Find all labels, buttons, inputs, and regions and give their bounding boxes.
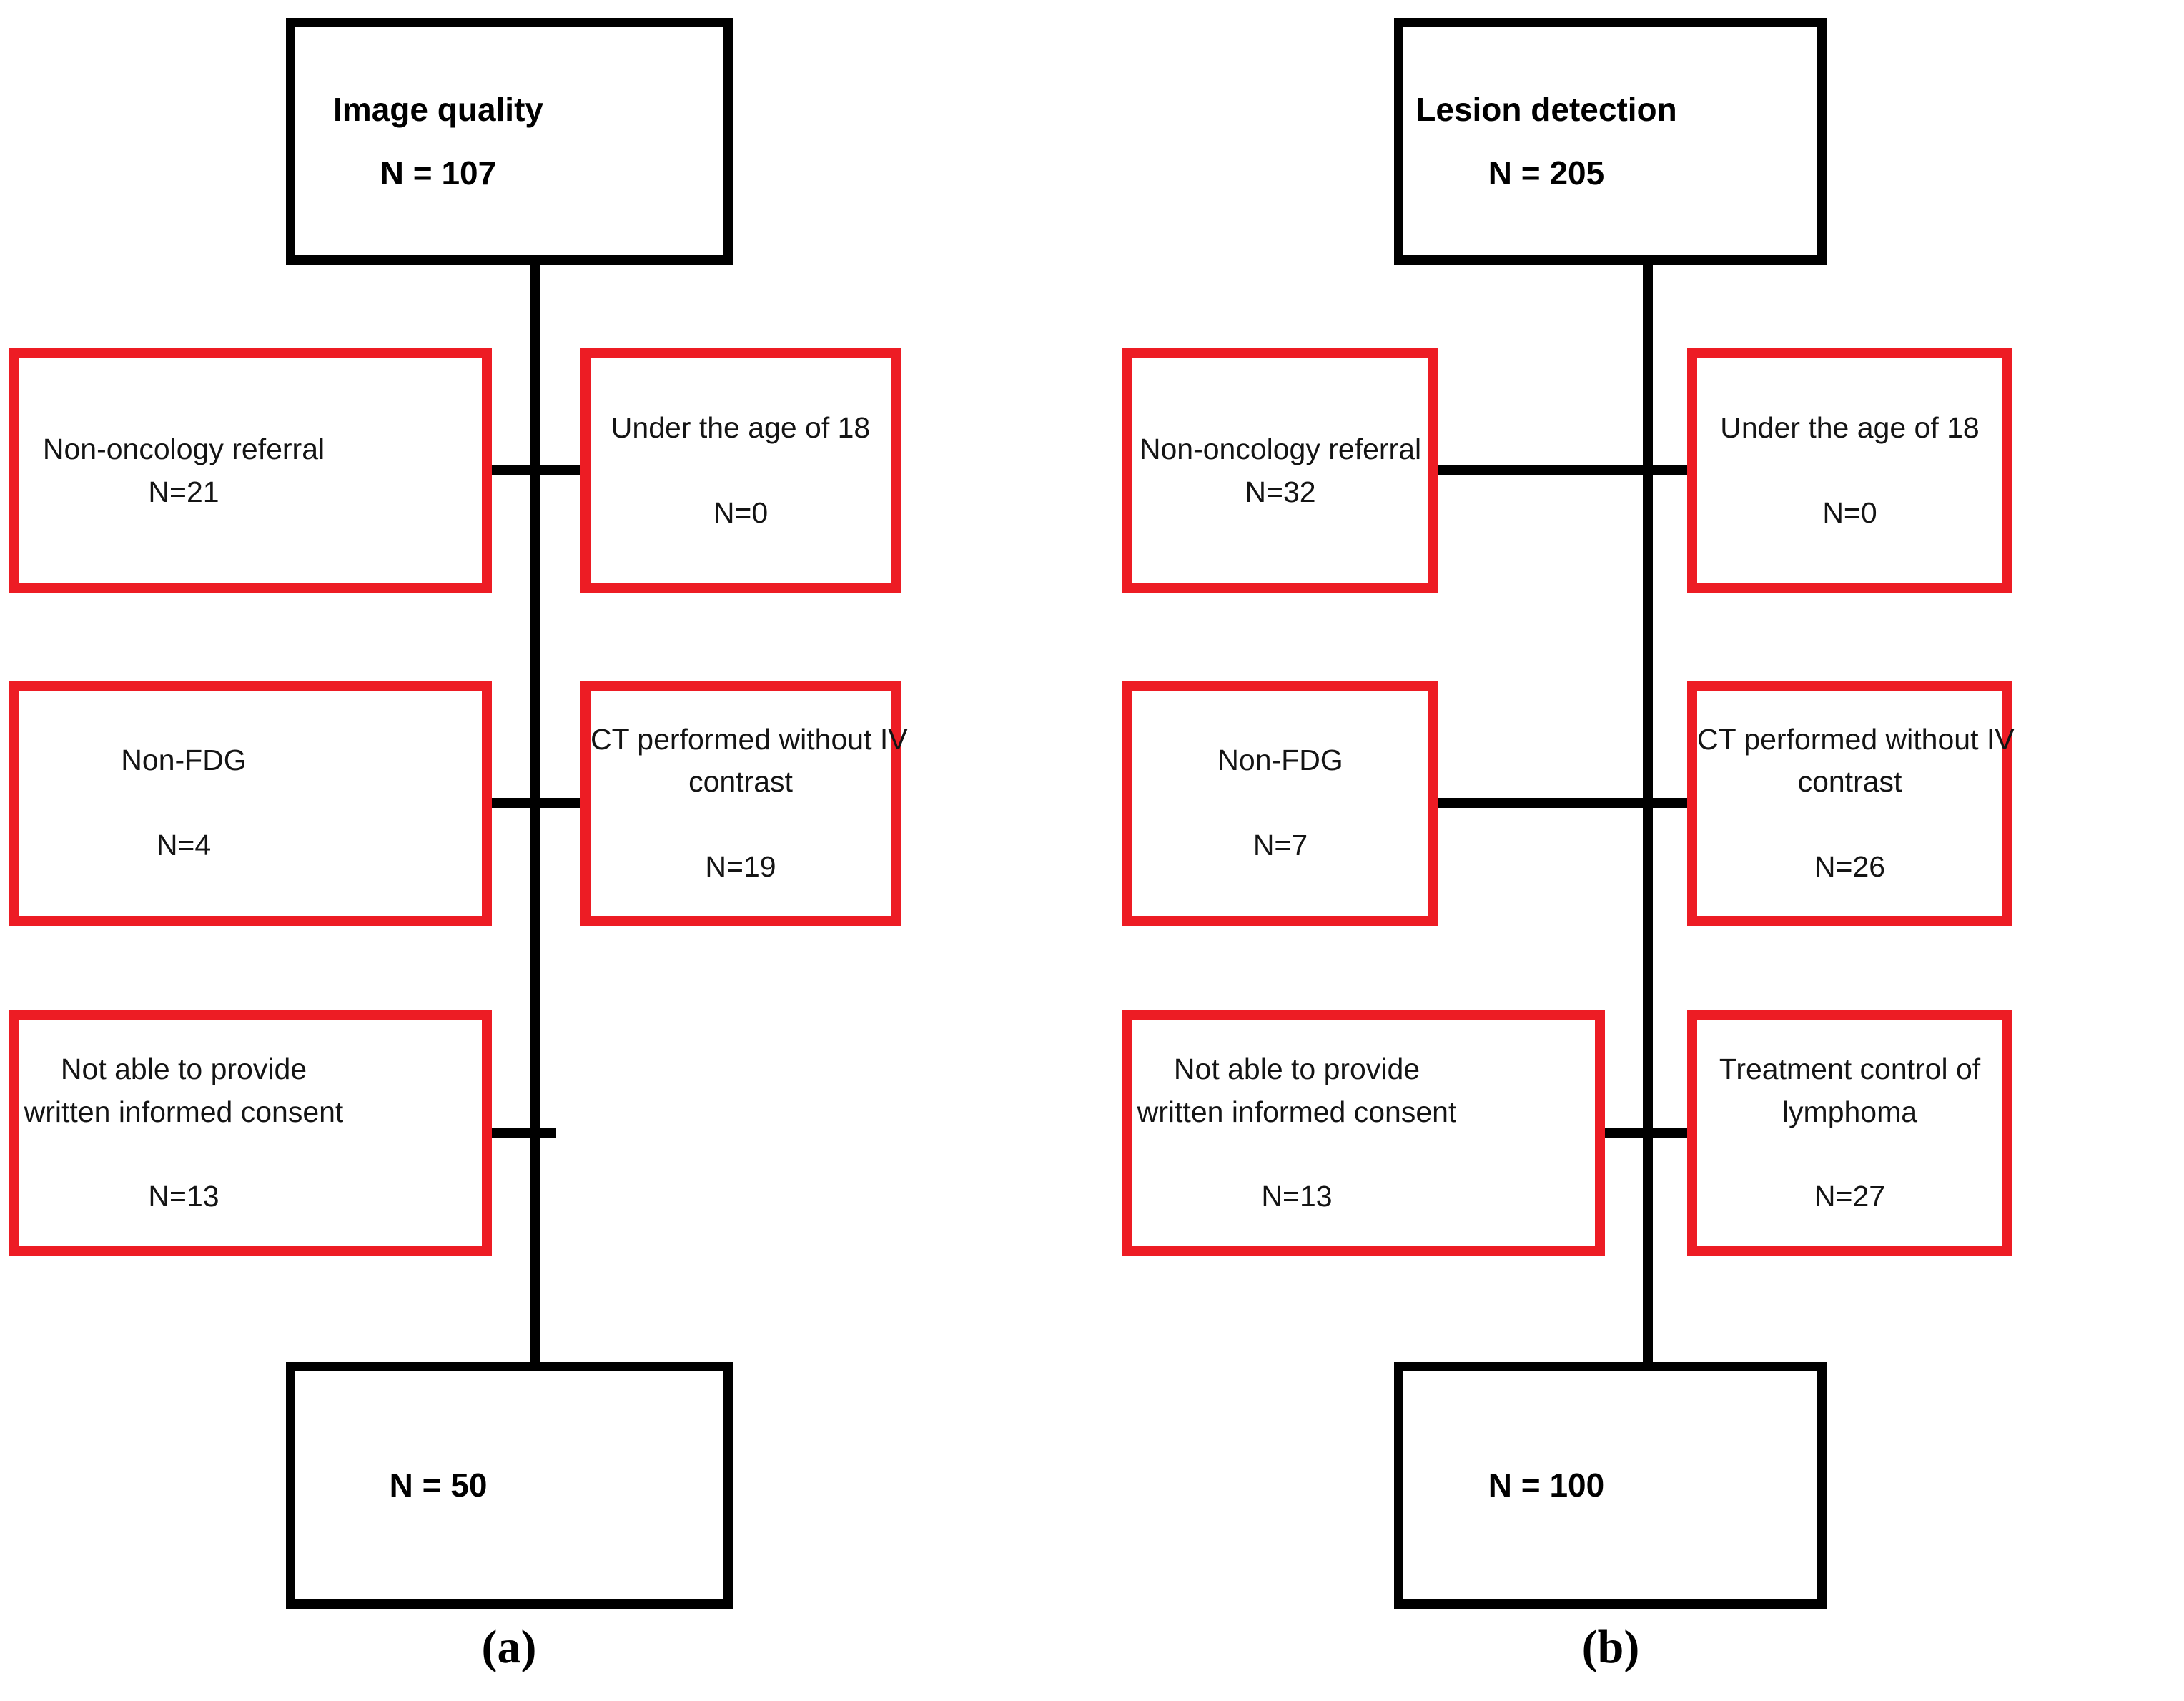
panel-a-top-box-count: N = 107 [380,154,497,192]
panel-b-trunk-line [1643,256,1653,1367]
panel-b-top-box-title: Lesion detection [1415,91,1677,129]
panel-b-exclusion-row2-right: CT performed without IV contrast N=26 [1687,681,2015,926]
panel-a-top-box-title: Image quality [333,91,543,129]
panel-b-exclusion-row1-right: Under the age of 18 N=0 [1687,348,2012,593]
panel-a-exclusion-row1-left: Non-oncology referral N=21 [9,348,492,593]
panel-a-connector-row3 [492,1128,556,1138]
panel-b-exclusion-row3-left: Not able to provide written informed con… [1122,1010,1605,1256]
panel-b-connector-row1 [1438,465,1687,475]
panel-b-bottom-box-count: N = 100 [1488,1466,1605,1504]
panel-a-exclusion-row2-right: CT performed without IV contrast N=19 [580,681,908,926]
panel-b-top-box: Lesion detection N = 205 [1394,18,1827,265]
panel-a-caption: (a) [481,1621,537,1673]
panel-a-exclusion-row2-left: Non-FDG N=4 [9,681,492,926]
panel-a-exclusion-row3-left: Not able to provide written informed con… [9,1010,492,1256]
panel-b-exclusion-row3-right: Treatment control of lymphoma N=27 [1687,1010,2012,1256]
panel-a-top-box: Image quality N = 107 [286,18,733,265]
panel-a-exclusion-row1-right: Under the age of 18 N=0 [580,348,901,593]
panel-b-exclusion-row1-left: Non-oncology referral N=32 [1122,348,1438,593]
panel-b-top-box-count: N = 205 [1488,154,1605,192]
panel-b-connector-row2 [1438,798,1687,808]
panel-b-connector-row3 [1605,1128,1687,1138]
panel-b-exclusion-row2-left: Non-FDG N=7 [1122,681,1438,926]
panel-a-trunk-line [530,256,540,1367]
panel-a-connector-row1 [492,465,580,475]
panel-a-bottom-box-count: N = 50 [389,1466,488,1504]
panel-b-bottom-box: N = 100 [1394,1362,1827,1609]
panel-b-caption: (b) [1581,1621,1640,1673]
panel-a-connector-row2 [492,798,580,808]
panel-a-bottom-box: N = 50 [286,1362,733,1609]
